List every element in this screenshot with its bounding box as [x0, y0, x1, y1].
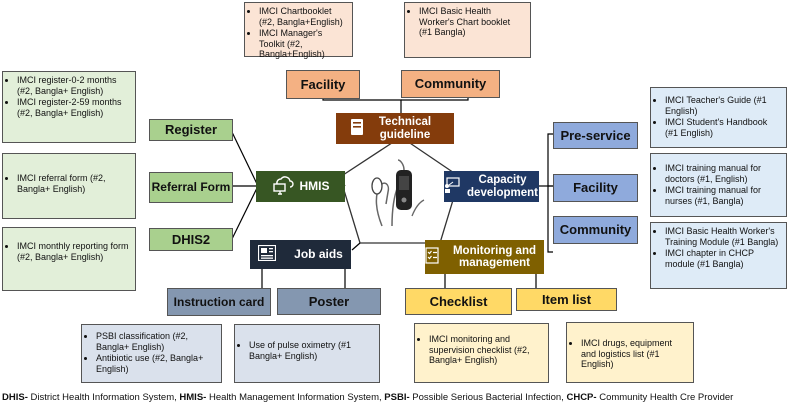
hmis-hub: HMIS: [256, 171, 345, 202]
footer-text: Community Health Cre Provider: [596, 392, 734, 403]
instruction-card-note: PSBI classification (#2, Bangla+ English…: [81, 324, 222, 383]
newspaper-icon: [258, 245, 277, 264]
note-item: PSBI classification (#2, Bangla+ English…: [96, 331, 216, 352]
item-list-category: Item list: [516, 288, 617, 311]
pulse-oximeter-hand-icon: [362, 156, 438, 232]
note-item: IMCI Teacher's Guide (#1 English): [665, 95, 781, 116]
job-aids-hub: Job aids: [250, 240, 351, 269]
checklist-note: IMCI monitoring and supervision checklis…: [414, 323, 549, 383]
register-category: Register: [149, 119, 233, 141]
technical-guideline-label: Technical guideline: [378, 116, 432, 141]
footer-abbr: HMIS-: [179, 392, 207, 403]
community-capacity-note: IMCI Basic Health Worker's Training Modu…: [650, 222, 787, 289]
note-item: Use of pulse oximetry (#1 Bangla+ Englis…: [249, 340, 374, 361]
facility-guideline-category: Facility: [286, 70, 360, 99]
capacity-development-hub: Capacity development: [444, 171, 539, 202]
note-item: IMCI chapter in CHCP module (#1 Bangla): [665, 248, 781, 269]
capacity-development-label: Capacity development: [467, 174, 538, 199]
note-item: IMCI drugs, equipment and logistics list…: [581, 338, 688, 370]
footer-text: Possible Serious Bacterial Infection,: [409, 392, 567, 403]
community-guideline-category: Community: [401, 70, 500, 98]
referral-note: IMCI referral form (#2, Bangla+ English): [2, 153, 136, 219]
community-guideline-note: IMCI Basic Health Worker's Chart booklet…: [404, 2, 531, 58]
note-item: IMCI monthly reporting form (#2, Bangla+…: [17, 241, 130, 262]
note-item: IMCI training manual for doctors (#1, En…: [665, 163, 781, 184]
note-item: IMCI referral form (#2, Bangla+ English): [17, 173, 130, 194]
dhis2-category: DHIS2: [149, 228, 233, 251]
note-item: IMCI monitoring and supervision checklis…: [429, 334, 543, 366]
footer-abbr: PSBI-: [384, 392, 410, 403]
instruction-card-category: Instruction card: [167, 288, 271, 316]
monitoring-management-label: Monitoring and management: [452, 244, 537, 269]
classroom-icon: [444, 177, 460, 196]
footer-abbr: DHIS-: [2, 392, 28, 403]
note-item: IMCI register-0-2 months (#2, Bangla+ En…: [17, 75, 130, 96]
poster-category: Poster: [277, 288, 381, 315]
monitoring-management-hub: Monitoring and management: [425, 240, 544, 274]
note-item: IMCI Student's Handbook (#1 English): [665, 117, 781, 138]
pre-service-category: Pre-service: [553, 122, 638, 149]
technical-guideline-hub: Technical guideline: [336, 113, 454, 144]
note-item: IMCI register-2-59 months (#2, Bangla+ E…: [17, 97, 130, 118]
note-item: IMCI Basic Health Worker's Training Modu…: [665, 226, 781, 247]
item-list-note: IMCI drugs, equipment and logistics list…: [566, 322, 694, 383]
facility-capacity-category: Facility: [553, 174, 638, 202]
facility-guideline-note: IMCI Chartbooklet (#2, Bangla+English) I…: [244, 2, 353, 60]
hmis-label: HMIS: [299, 179, 330, 194]
cloud-monitor-icon: [272, 175, 294, 198]
note-item: IMCI Basic Health Worker's Chart booklet…: [419, 6, 525, 38]
abbreviation-footer: DHIS- District Health Information System…: [2, 392, 787, 403]
footer-text: District Health Information System,: [27, 392, 180, 403]
note-item: Antibiotic use (#2, Bangla+ English): [96, 353, 216, 374]
note-item: IMCI training manual for nurses (#1, Ban…: [665, 185, 781, 206]
dhis2-note: IMCI monthly reporting form (#2, Bangla+…: [2, 227, 136, 291]
checklist-icon: [425, 246, 439, 267]
community-capacity-category: Community: [553, 216, 638, 244]
book-icon: [350, 118, 364, 139]
job-aids-label: Job aids: [294, 247, 343, 262]
register-note: IMCI register-0-2 months (#2, Bangla+ En…: [2, 71, 136, 143]
poster-note: Use of pulse oximetry (#1 Bangla+ Englis…: [234, 324, 380, 383]
referral-form-category: Referral Form: [149, 172, 233, 203]
footer-text: Health Management Information System,: [206, 392, 385, 403]
note-item: IMCI Manager's Toolkit (#2, Bangla+Engli…: [259, 28, 347, 60]
facility-capacity-note: IMCI training manual for doctors (#1, En…: [650, 153, 787, 217]
pre-service-note: IMCI Teacher's Guide (#1 English) IMCI S…: [650, 87, 787, 148]
note-item: IMCI Chartbooklet (#2, Bangla+English): [259, 6, 347, 27]
checklist-category: Checklist: [405, 288, 512, 315]
footer-abbr: CHCP-: [566, 392, 597, 403]
